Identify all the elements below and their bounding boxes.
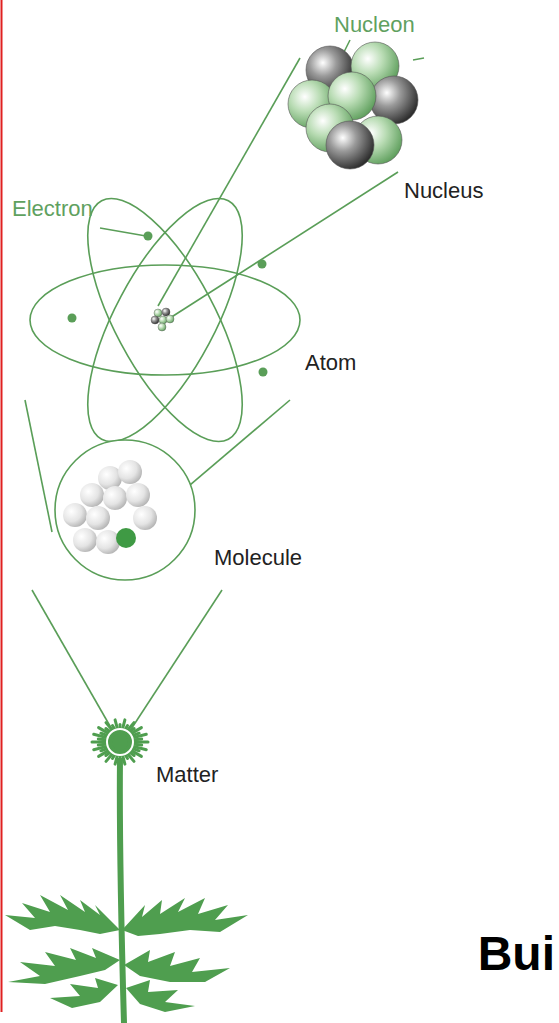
part-label: Nucleus: [404, 178, 483, 203]
molecule-circle: [55, 440, 195, 580]
part-label: Matter: [156, 762, 218, 787]
zoom-lines: [25, 40, 424, 740]
part-label: Atom: [305, 350, 356, 375]
part-label: Molecule: [214, 545, 302, 570]
page-title: Bui: [478, 928, 555, 981]
nucleus-cluster: [288, 42, 418, 169]
molecule-spheres: [63, 460, 157, 554]
page-rule: [1, 0, 3, 1012]
atom-nucleus: [151, 308, 174, 331]
dandelion: [5, 720, 248, 1023]
part-label: Nucleon: [334, 12, 415, 37]
electron-dots: [68, 232, 268, 377]
part-label: Electron: [12, 196, 93, 221]
